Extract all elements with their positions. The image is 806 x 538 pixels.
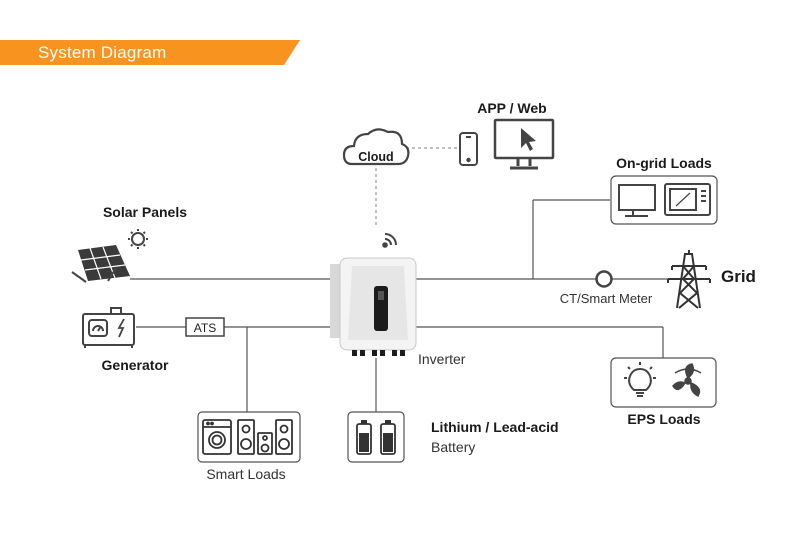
app-web-label: APP / Web <box>477 100 547 116</box>
lightbulb-icon <box>624 362 656 397</box>
inverter-icon <box>330 257 417 356</box>
battery-icon <box>356 420 396 455</box>
smartphone-icon <box>459 132 478 166</box>
cloud-label: Cloud <box>358 150 393 164</box>
on-grid-loads-label: On-grid Loads <box>616 155 712 171</box>
tv-icon <box>618 184 656 217</box>
microwave-icon <box>664 183 711 216</box>
monitor-icon <box>493 118 555 170</box>
connection-lines <box>130 199 668 412</box>
sun-gear-icon <box>128 229 148 249</box>
solar-panels-label: Solar Panels <box>103 204 187 220</box>
page-title: System Diagram <box>38 43 167 62</box>
ats-box <box>185 317 225 337</box>
generator-label: Generator <box>102 357 169 373</box>
inverter-label: Inverter <box>418 351 466 367</box>
battery-label-type: Lithium / Lead-acid <box>431 419 559 435</box>
header-banner <box>0 40 300 65</box>
grid-label: Grid <box>721 267 756 286</box>
eps-loads-label: EPS Loads <box>627 411 700 427</box>
wifi-icon <box>382 233 397 248</box>
ct-meter-icon <box>595 270 613 288</box>
cloud-icon <box>342 128 410 166</box>
speakers-icon <box>237 419 293 455</box>
battery-label: Battery <box>431 439 475 455</box>
eps-loads-box <box>610 357 717 408</box>
smart-loads-label: Smart Loads <box>206 466 285 482</box>
washing-machine-icon <box>202 419 232 455</box>
ats-label: ATS <box>194 321 216 335</box>
generator-icon <box>82 307 135 348</box>
dashed-links <box>375 147 458 225</box>
smart-loads-box <box>197 411 301 463</box>
ct-meter-label: CT/Smart Meter <box>560 291 653 306</box>
fan-icon <box>672 363 702 397</box>
power-tower-icon <box>667 250 711 309</box>
solar-panel-icon <box>71 229 148 283</box>
